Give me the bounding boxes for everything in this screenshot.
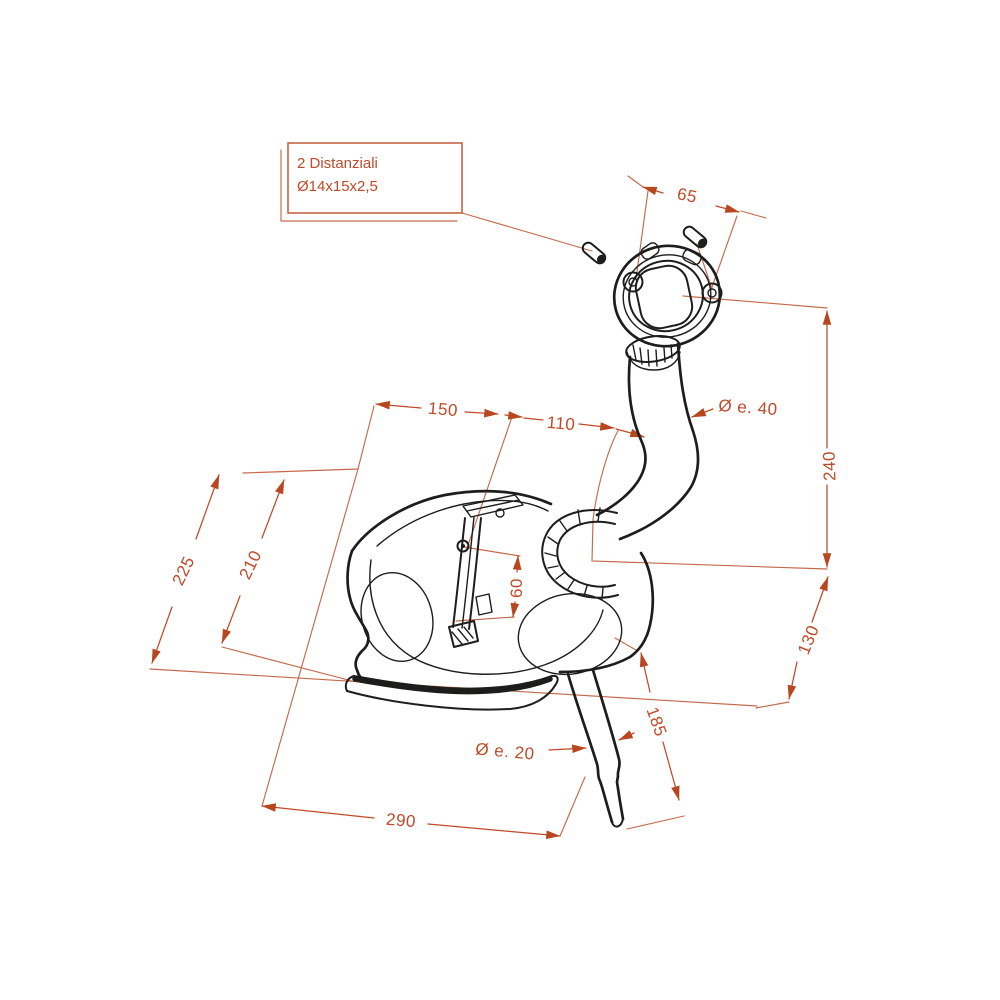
- dim-label-60: 60: [507, 578, 526, 598]
- extension-lines: [149, 149, 828, 837]
- dim-label-dia40: Ø e. 40: [717, 395, 779, 420]
- callout-note: 2 Distanziali Ø14x15x2,5: [297, 152, 378, 198]
- dim-label-240: 240: [819, 450, 840, 482]
- exhaust-header-pipe: [595, 335, 700, 541]
- callout-line-2: Ø14x15x2,5: [297, 178, 378, 195]
- heat-shield: [344, 674, 559, 711]
- inlet-flange: [612, 242, 723, 348]
- tail-pipe: [566, 668, 625, 828]
- mounting-bracket: [448, 494, 524, 648]
- callout-line-1: 2 Distanziali: [297, 155, 378, 172]
- spacers: [581, 225, 708, 265]
- muffler-body: [346, 489, 655, 684]
- dim-label-150: 150: [427, 398, 459, 421]
- dim-label-290: 290: [385, 809, 417, 832]
- dimension-lines: [151, 142, 832, 840]
- callout-box: [287, 142, 463, 214]
- dim-label-65: 65: [675, 184, 699, 207]
- dim-label-110: 110: [545, 412, 577, 435]
- flex-coupling: [541, 507, 619, 600]
